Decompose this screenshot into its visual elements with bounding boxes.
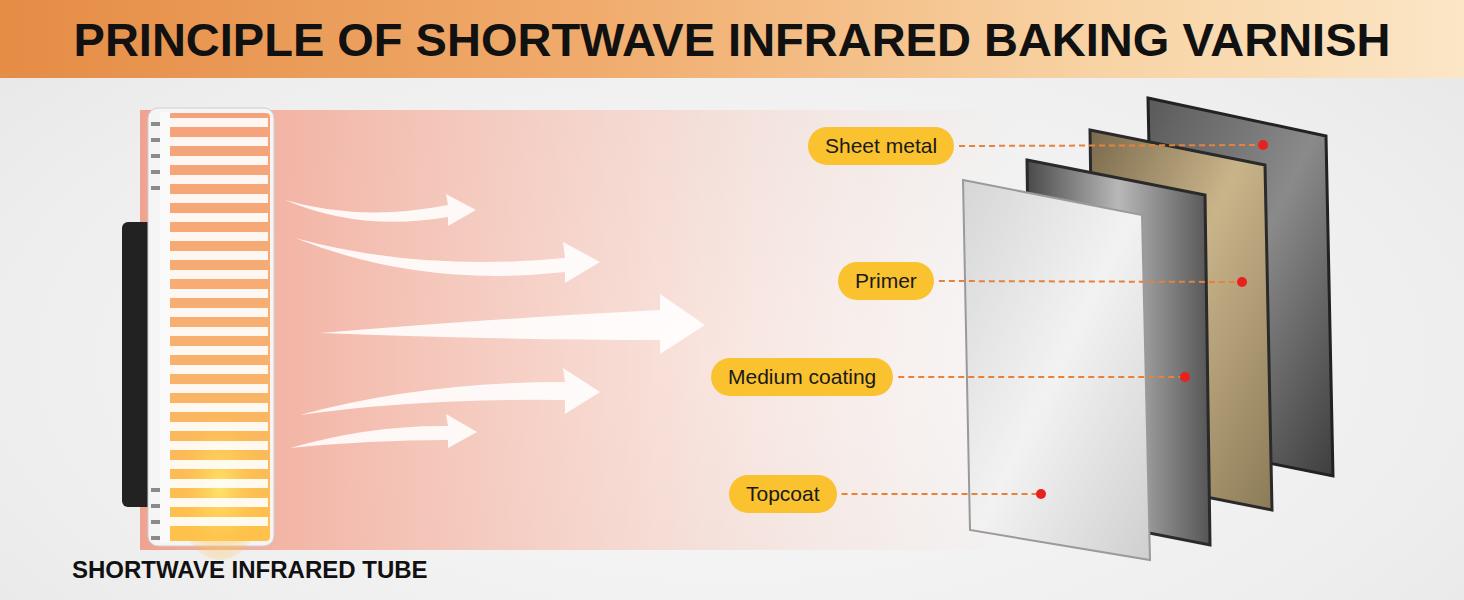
tube-housing [148, 108, 274, 546]
marker-dot [1180, 372, 1190, 382]
callout-text: Primer [855, 269, 917, 293]
callout-text: Medium coating [728, 365, 876, 389]
callout-pill: Topcoat [729, 475, 837, 513]
callout-text: Topcoat [746, 482, 820, 506]
leader-line [898, 376, 1181, 378]
callout-pill: Medium coating [711, 358, 893, 396]
marker-dot [1258, 140, 1268, 150]
housing-vents [151, 122, 160, 540]
tube-grill [170, 118, 268, 526]
tube-flame [170, 380, 270, 560]
topcoat-panel [963, 180, 1150, 560]
callout-pill: Primer [838, 262, 934, 300]
callout-pill: Sheet metal [808, 127, 954, 165]
marker-dot [1237, 277, 1247, 287]
part-label: SHORTWAVE INFRARED TUBE [72, 556, 428, 584]
leader-line [959, 145, 1259, 146]
leader-line [842, 493, 1037, 495]
grill-frame [160, 112, 170, 542]
leader-line [939, 281, 1238, 282]
heat-arrows [285, 194, 705, 448]
callout-text: Sheet metal [825, 134, 937, 158]
title-text: PRINCIPLE OF SHORTWAVE INFRARED BAKING V… [74, 12, 1391, 67]
title-box: PRINCIPLE OF SHORTWAVE INFRARED BAKING V… [0, 0, 1464, 78]
marker-dot [1036, 489, 1046, 499]
